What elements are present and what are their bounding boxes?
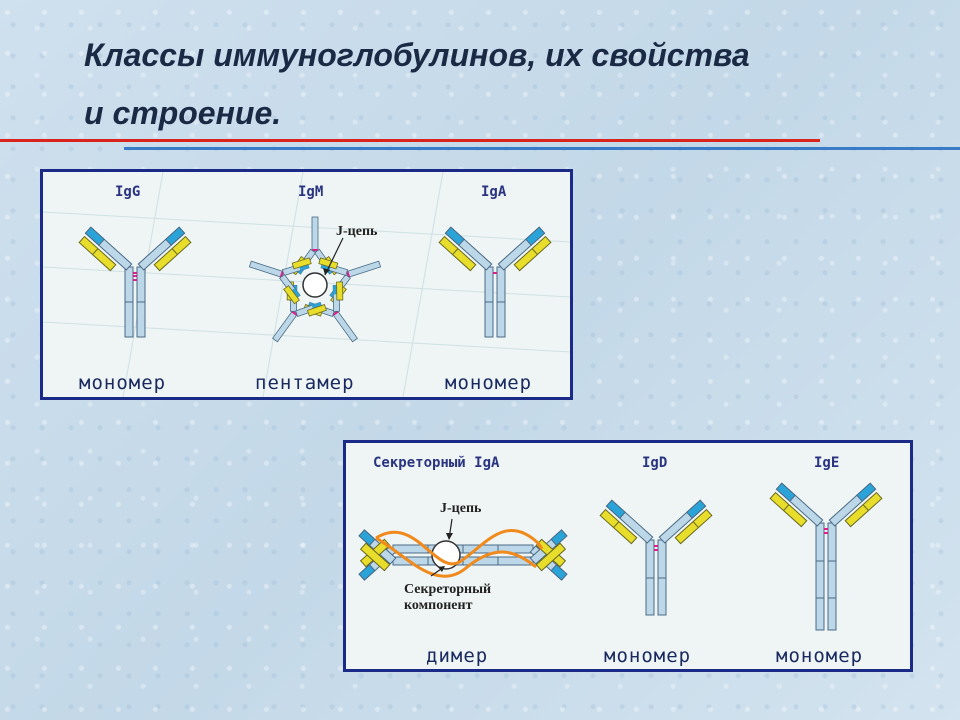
type-igd: мономер	[604, 645, 692, 667]
label-secretory-iga: Секреторный IgA	[373, 455, 500, 471]
title-line-2: и строение.	[84, 95, 282, 131]
secretory-component-label-1: Секреторный	[404, 582, 492, 597]
igd-antibody	[599, 499, 713, 616]
blue-rule	[124, 147, 960, 150]
label-ige: IgE	[814, 455, 840, 471]
label-igd: IgD	[642, 455, 668, 471]
bottom-panel-drawing	[358, 482, 883, 631]
j-chain-circle	[302, 272, 328, 298]
type-siga: димер	[426, 645, 489, 667]
ige-antibody	[769, 482, 883, 631]
title-line-1: Классы иммуноглобулинов, их свойства	[84, 37, 750, 73]
igg-antibody	[78, 226, 192, 338]
top-panel-drawing	[43, 172, 570, 397]
secretory-component-strand	[375, 529, 544, 578]
type-ige: мономер	[776, 645, 864, 667]
slide-title: Классы иммуноглобулинов, их свойства и с…	[84, 26, 904, 142]
secretory-component-label-2: компонент	[404, 598, 473, 613]
red-rule	[0, 139, 820, 142]
igm-j-chain-label: J-цепь	[336, 224, 378, 239]
type-igg: мономер	[79, 372, 167, 394]
type-iga: мономер	[445, 372, 533, 394]
panel-siga-igd-ige: Секреторный IgA IgD IgE J-цепь Секреторн…	[343, 440, 913, 672]
label-igg: IgG	[115, 184, 141, 200]
siga-j-chain-label: J-цепь	[440, 501, 482, 516]
panel-igg-igm-iga: IgG IgM IgA J-цепь мономер пентамер моно…	[40, 169, 573, 400]
label-iga: IgA	[481, 184, 507, 200]
type-igm: пентамер	[255, 372, 355, 394]
igm-pentamer	[242, 216, 388, 355]
secretory-iga-dimer	[358, 518, 568, 581]
label-igm: IgM	[298, 184, 324, 200]
iga-antibody	[438, 226, 552, 338]
